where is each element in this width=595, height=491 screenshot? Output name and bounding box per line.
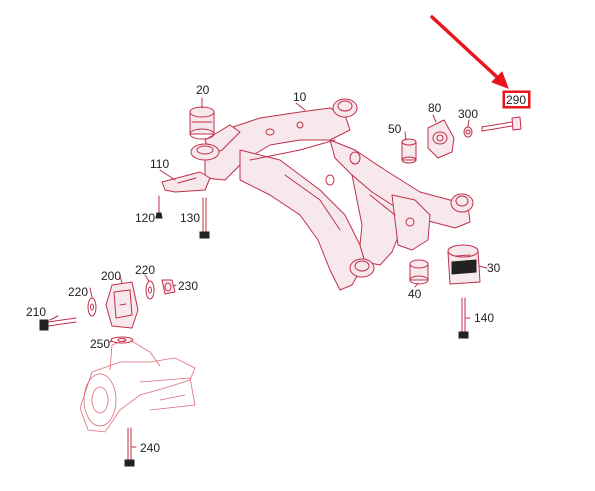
label-50[interactable]: 50 bbox=[388, 122, 402, 136]
part-40-bushing[interactable] bbox=[409, 259, 429, 285]
part-labels: 20 10 80 300 50 110 120 130 30 40 140 20… bbox=[26, 83, 501, 455]
part-110-bracket[interactable] bbox=[161, 143, 220, 193]
label-250[interactable]: 250 bbox=[90, 337, 110, 351]
label-40[interactable]: 40 bbox=[408, 287, 422, 301]
part-130-bolt[interactable] bbox=[199, 197, 210, 239]
part-230-nut[interactable] bbox=[161, 279, 176, 295]
highlight-box-290[interactable]: 290 bbox=[502, 90, 531, 109]
part-220-washer-right[interactable] bbox=[145, 280, 155, 300]
part-20-bushing[interactable] bbox=[189, 106, 215, 140]
label-30[interactable]: 30 bbox=[487, 261, 501, 275]
label-220-left[interactable]: 220 bbox=[68, 285, 88, 299]
part-30-mount[interactable] bbox=[447, 244, 481, 285]
part-240-bolt[interactable] bbox=[124, 427, 135, 467]
part-80-mount[interactable] bbox=[427, 119, 455, 159]
part-290-bolt[interactable] bbox=[481, 116, 522, 132]
part-50-bushing[interactable] bbox=[401, 138, 417, 164]
label-200[interactable]: 200 bbox=[101, 269, 121, 283]
label-130[interactable]: 130 bbox=[180, 211, 200, 225]
label-210[interactable]: 210 bbox=[26, 305, 46, 319]
label-10[interactable]: 10 bbox=[293, 90, 307, 104]
part-120-nut[interactable] bbox=[155, 195, 163, 219]
leader-lines bbox=[49, 97, 488, 448]
label-20[interactable]: 20 bbox=[196, 83, 210, 97]
part-200-mount[interactable] bbox=[105, 281, 139, 329]
label-300[interactable]: 300 bbox=[458, 107, 478, 121]
label-110[interactable]: 110 bbox=[150, 157, 169, 171]
part-300-nut[interactable] bbox=[463, 126, 473, 138]
part-210-bolt[interactable] bbox=[39, 317, 77, 331]
label-230[interactable]: 230 bbox=[178, 279, 198, 293]
label-120[interactable]: 120 bbox=[135, 211, 155, 225]
label-80[interactable]: 80 bbox=[428, 101, 442, 115]
label-240[interactable]: 240 bbox=[140, 441, 160, 455]
label-290[interactable]: 290 bbox=[506, 93, 526, 107]
label-140[interactable]: 140 bbox=[474, 311, 494, 325]
part-220-washer-left[interactable] bbox=[87, 297, 97, 317]
highlight-arrow bbox=[430, 15, 509, 89]
part-140-bolt[interactable] bbox=[458, 297, 469, 339]
subframe[interactable] bbox=[204, 98, 474, 291]
part-250-washer[interactable] bbox=[110, 336, 134, 344]
label-220-right[interactable]: 220 bbox=[135, 263, 155, 277]
rear-axle-housing bbox=[79, 339, 196, 433]
